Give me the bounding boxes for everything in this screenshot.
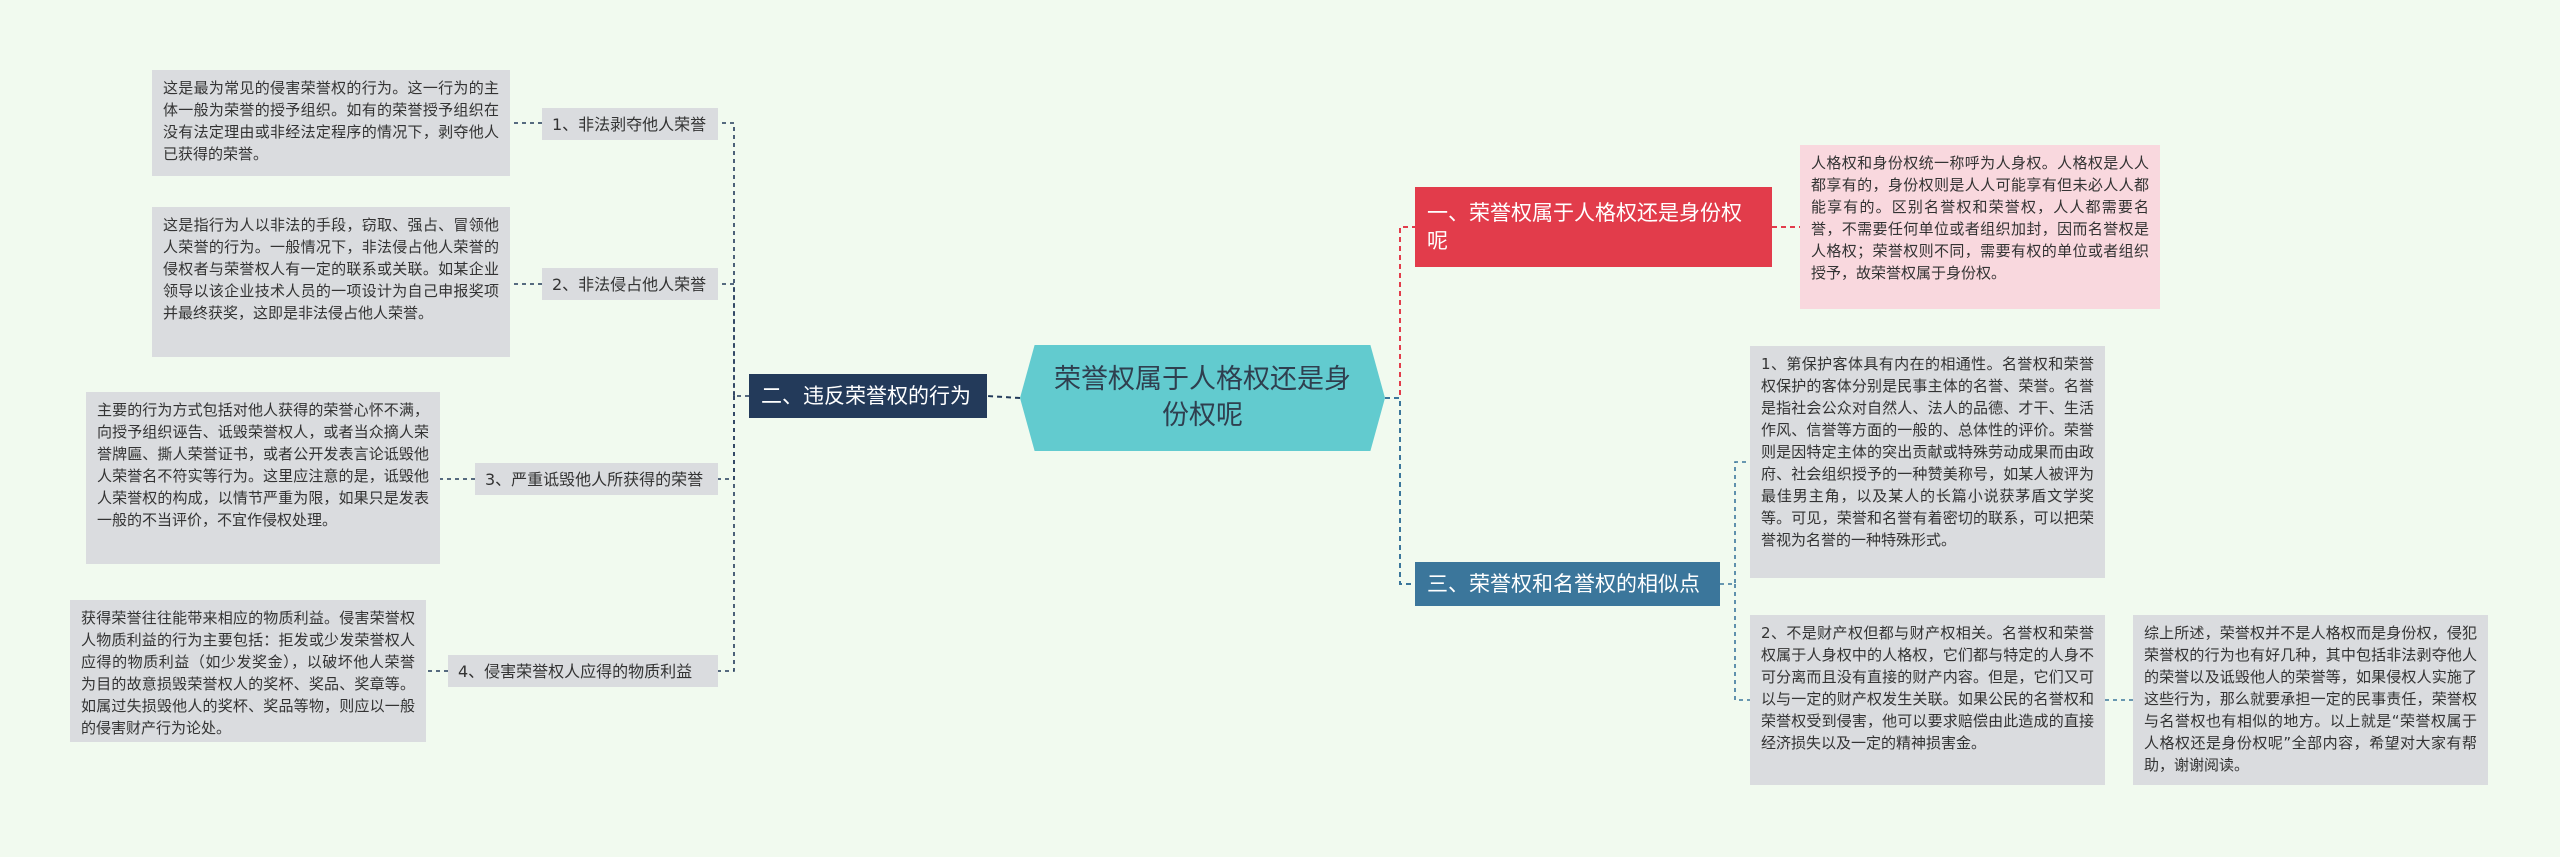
branch-2-sub-3-detail[interactable]: 主要的行为方式包括对他人获得的荣誉心怀不满，向授予组织诬告、诋毁荣誉权人，或者当… — [86, 392, 440, 564]
sub-label: 1、非法剥夺他人荣誉 — [552, 115, 707, 134]
branch-3-item-1[interactable]: 1、第保护客体具有内在的相通性。名誉权和荣誉权保护的客体分别是民事主体的名誉、荣… — [1750, 346, 2105, 578]
branch-2-sub-2[interactable]: 2、非法侵占他人荣誉 — [542, 268, 718, 300]
branch-3-item-2[interactable]: 2、不是财产权但都与财产权相关。名誉权和荣誉权属于人身权中的人格权，它们都与特定… — [1750, 615, 2105, 785]
detail-text: 1、第保护客体具有内在的相通性。名誉权和荣誉权保护的客体分别是民事主体的名誉、荣… — [1761, 355, 2094, 549]
branch-2-topic[interactable]: 二、违反荣誉权的行为 — [749, 374, 987, 418]
summary-text: 综上所述，荣誉权并不是人格权而是身份权，侵犯荣誉权的行为也有好几种，其中包括非法… — [2144, 624, 2477, 774]
branch-3-summary[interactable]: 综上所述，荣誉权并不是人格权而是身份权，侵犯荣誉权的行为也有好几种，其中包括非法… — [2133, 615, 2488, 785]
branch-2-sub-4-detail[interactable]: 获得荣誉往往能带来相应的物质利益。侵害荣誉权人物质利益的行为主要包括：拒发或少发… — [70, 600, 426, 742]
detail-text: 这是最为常见的侵害荣誉权的行为。这一行为的主体一般为荣誉的授予组织。如有的荣誉授… — [163, 79, 499, 163]
branch-3-topic[interactable]: 三、荣誉权和名誉权的相似点 — [1415, 562, 1720, 606]
branch-2-sub-2-detail[interactable]: 这是指行为人以非法的手段，窃取、强占、冒领他人荣誉的行为。一般情况下，非法侵占他… — [152, 207, 510, 357]
detail-text: 2、不是财产权但都与财产权相关。名誉权和荣誉权属于人身权中的人格权，它们都与特定… — [1761, 624, 2094, 752]
branch-3-label: 三、荣誉权和名誉权的相似点 — [1427, 572, 1700, 596]
branch-2-sub-1-detail[interactable]: 这是最为常见的侵害荣誉权的行为。这一行为的主体一般为荣誉的授予组织。如有的荣誉授… — [152, 70, 510, 176]
root-topic[interactable]: 荣誉权属于人格权还是身份权呢 — [1020, 345, 1385, 451]
branch-2-sub-4[interactable]: 4、侵害荣誉权人应得的物质利益 — [448, 655, 718, 687]
root-topic-label: 荣誉权属于人格权还是身份权呢 — [1054, 364, 1351, 431]
branch-1-detail-text: 人格权和身份权统一称呼为人身权。人格权是人人都享有的，身份权则是人人可能享有但未… — [1811, 154, 2149, 282]
detail-text: 获得荣誉往往能带来相应的物质利益。侵害荣誉权人物质利益的行为主要包括：拒发或少发… — [81, 609, 415, 737]
branch-1-label: 一、荣誉权属于人格权还是身份权呢 — [1427, 201, 1742, 253]
branch-1-detail[interactable]: 人格权和身份权统一称呼为人身权。人格权是人人都享有的，身份权则是人人可能享有但未… — [1800, 145, 2160, 309]
sub-label: 2、非法侵占他人荣誉 — [552, 275, 707, 294]
branch-2-sub-3[interactable]: 3、严重诋毁他人所获得的荣誉 — [475, 463, 718, 495]
branch-2-label: 二、违反荣誉权的行为 — [761, 384, 971, 408]
detail-text: 这是指行为人以非法的手段，窃取、强占、冒领他人荣誉的行为。一般情况下，非法侵占他… — [163, 216, 499, 322]
sub-label: 3、严重诋毁他人所获得的荣誉 — [485, 470, 704, 489]
branch-2-sub-1[interactable]: 1、非法剥夺他人荣誉 — [542, 108, 718, 140]
detail-text: 主要的行为方式包括对他人获得的荣誉心怀不满，向授予组织诬告、诋毁荣誉权人，或者当… — [97, 401, 429, 529]
sub-label: 4、侵害荣誉权人应得的物质利益 — [458, 662, 693, 681]
branch-1-topic[interactable]: 一、荣誉权属于人格权还是身份权呢 — [1415, 187, 1772, 267]
